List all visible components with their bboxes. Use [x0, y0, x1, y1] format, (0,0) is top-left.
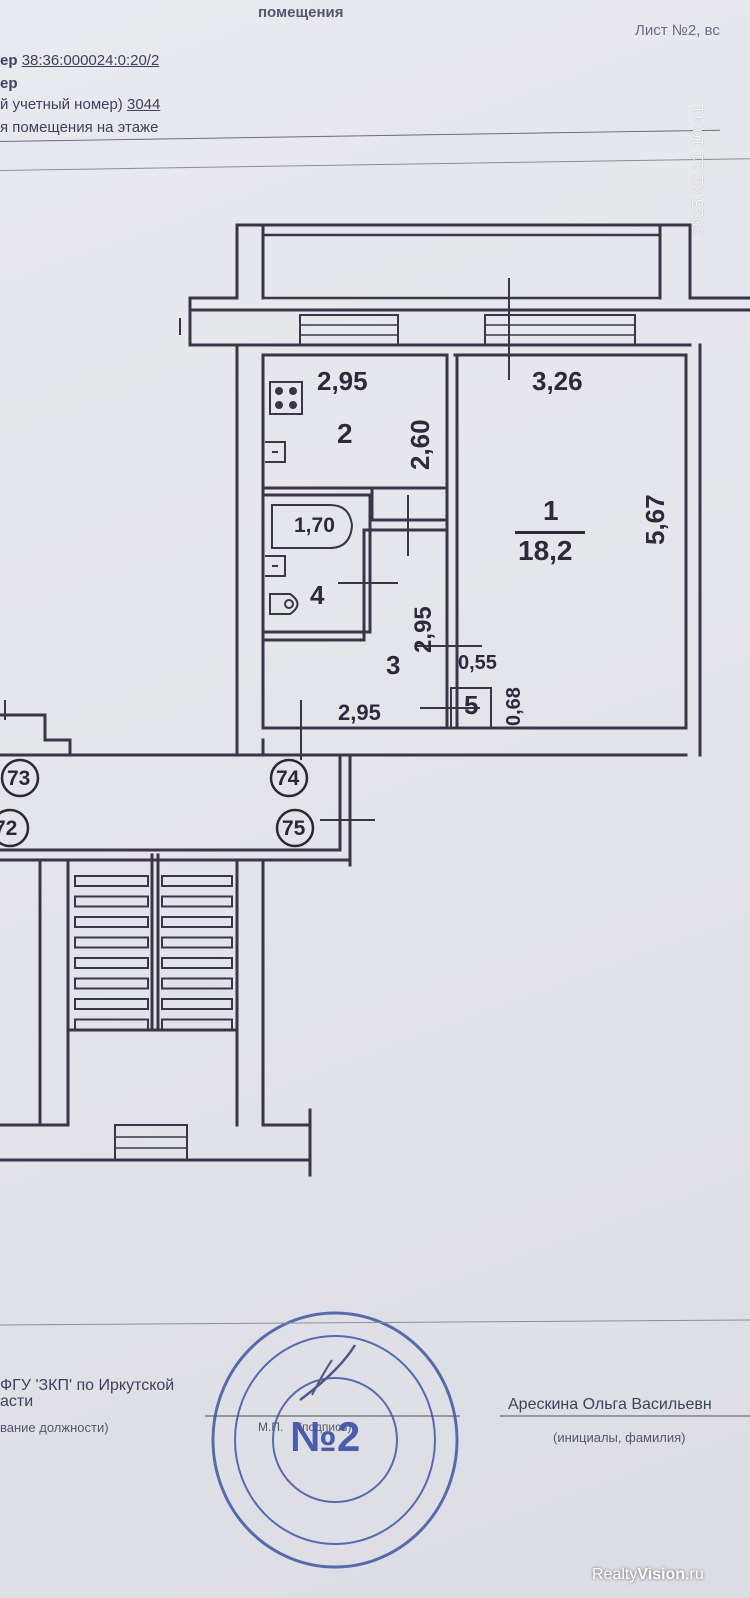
inventory-line: й учетный номер) 3044: [0, 96, 160, 113]
stair-tread: [161, 977, 233, 990]
stair-tread: [74, 998, 149, 1010]
sheet-label: Лист №2, вс: [635, 22, 720, 39]
room-1-depth-dim: 5,67: [640, 494, 670, 545]
room-2-width-dim: 2,95: [317, 366, 368, 396]
stair-tread: [161, 936, 233, 949]
brand-suffix: .ru: [685, 1566, 704, 1583]
closet-width-dim: 0,55: [458, 652, 497, 674]
stair-tread: [161, 916, 233, 928]
org-line-2: асти: [0, 1393, 34, 1410]
stair-tread: [161, 875, 233, 887]
person-caption: (инициалы, фамилия): [553, 1430, 686, 1445]
inventory-prefix: й учетный номер): [0, 96, 123, 113]
axis-marker-74: 74: [276, 767, 300, 790]
stair-tread: [161, 998, 233, 1010]
person-name: Арескина Ольга Васильевн: [508, 1396, 712, 1413]
room-1-width-dim: 3,26: [532, 366, 583, 396]
stair-tread: [161, 957, 233, 969]
header-line-2: ер: [0, 75, 18, 92]
stair-tread: [74, 916, 149, 928]
axis-marker-75: 75: [282, 817, 306, 840]
stair-tread: [74, 957, 149, 969]
room-1-fraction-line: [515, 531, 585, 534]
closet-depth-dim: 0,68: [503, 687, 525, 726]
signature-caption: (подпись): [298, 1420, 352, 1434]
org-caption: вание должности): [0, 1420, 109, 1435]
cadastral-prefix: ер: [0, 52, 18, 69]
document-title: помещения: [258, 4, 344, 21]
brand-prefix: Realty: [592, 1566, 638, 1583]
stair-tread: [74, 895, 149, 908]
stamp-number: №2: [290, 1413, 361, 1460]
cadastral-line: ер 38:36:000024:0:20/2: [0, 52, 159, 69]
room-3-number: 3: [386, 650, 401, 680]
stair-tread: [74, 875, 149, 887]
official-stamp: [211, 1311, 459, 1569]
room-3-width-dim: 2,95: [338, 700, 381, 725]
stair-tread: [74, 1018, 149, 1031]
room-4-number: 4: [310, 580, 325, 610]
room-1-number: 1: [543, 495, 559, 526]
bath-length-dim: 1,70: [294, 514, 335, 537]
stair-tread: [161, 895, 233, 908]
org-line-1: ФГУ 'ЗКП' по Иркутской: [0, 1377, 175, 1394]
inventory-number: 3044: [126, 96, 161, 113]
stair-tread: [74, 936, 149, 949]
mp-label: М.П.: [258, 1420, 284, 1434]
brand-watermark: RealtyVision.ru: [592, 1566, 704, 1584]
room-5-number: 5: [464, 690, 479, 720]
header-line-4: я помещения на этаже: [0, 119, 159, 136]
axis-marker-72: 72: [0, 817, 18, 840]
stair-tread: [161, 1018, 233, 1031]
brand-bold: Vision: [637, 1566, 686, 1583]
axis-marker-73: 73: [7, 767, 31, 790]
room-1-area: 18,2: [518, 535, 573, 566]
room-2-number: 2: [337, 418, 353, 449]
room-3-depth-dim: 2,95: [410, 606, 437, 653]
cadastral-number: 38:36:000024:0:20/2: [21, 52, 160, 69]
stair-tread: [74, 977, 149, 990]
room-2-depth-dim: 2,60: [405, 419, 435, 470]
